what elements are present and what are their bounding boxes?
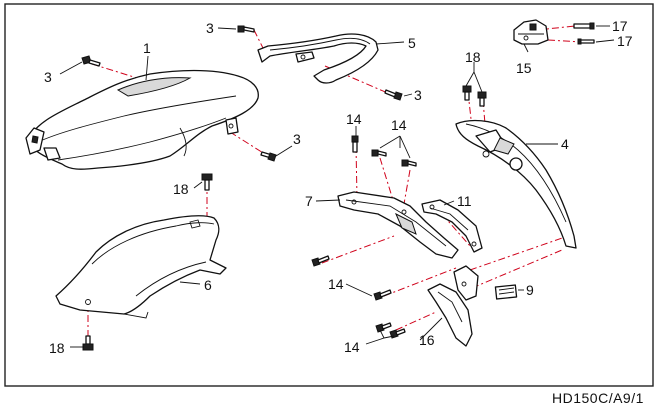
screw-3-top	[237, 25, 255, 33]
rear-fender-part	[455, 119, 577, 249]
callout-3-rail: 3	[414, 87, 422, 103]
inner-fender-part	[55, 215, 227, 319]
callout-18-rear: 18	[465, 49, 481, 65]
drawing-code: HD150C/A9/1	[552, 390, 644, 406]
callout-14-left: 14	[328, 276, 344, 292]
callout-16: 16	[419, 332, 435, 348]
bolt-18-fender	[201, 173, 213, 191]
callout-9: 9	[526, 282, 534, 298]
screw-3-top-left	[81, 55, 101, 67]
bolt-17-parts	[573, 22, 595, 45]
callout-14-pair: 14	[391, 117, 407, 133]
callout-17-bottom: 17	[617, 33, 633, 49]
bolt-18-bottom	[82, 335, 94, 351]
mud-flap-part	[427, 265, 479, 347]
bracket-15-part	[513, 19, 549, 45]
bolts-18-rear	[462, 85, 487, 107]
callout-5: 5	[408, 35, 416, 51]
screw-14-top	[351, 135, 359, 153]
callout-6: 6	[204, 277, 212, 293]
bracket-11-part	[421, 199, 483, 253]
screw-14-mid	[373, 289, 392, 301]
diagram-frame	[4, 3, 654, 387]
callout-3-seat-right: 3	[293, 131, 301, 147]
callout-18-fender: 18	[173, 181, 189, 197]
grab-rail-part	[257, 33, 379, 84]
callout-15: 15	[516, 60, 532, 76]
callout-3-top: 3	[206, 20, 214, 36]
callout-17-top: 17	[612, 18, 628, 34]
callout-14-top: 14	[346, 111, 362, 127]
screw-3-rail	[384, 89, 403, 101]
callout-11: 11	[457, 193, 472, 209]
seat-part	[25, 69, 259, 170]
screw-14-left	[311, 255, 330, 267]
callout-14-bottom: 14	[344, 339, 360, 355]
callout-4: 4	[561, 136, 569, 152]
callout-1: 1	[143, 40, 151, 56]
callout-7: 7	[305, 193, 313, 209]
callout-3-seat-left: 3	[44, 69, 52, 85]
screw-3-seat	[260, 151, 277, 162]
callout-leaders	[59, 25, 615, 348]
screws-14-pair	[371, 149, 417, 167]
callout-18-bottom: 18	[49, 340, 65, 356]
plate-bracket-part	[337, 191, 459, 259]
callout-labels: 1 3 3 3 3 5 4 15 17 17 18 14 14 7 11 18 …	[44, 18, 633, 356]
reflector-part	[494, 284, 518, 300]
